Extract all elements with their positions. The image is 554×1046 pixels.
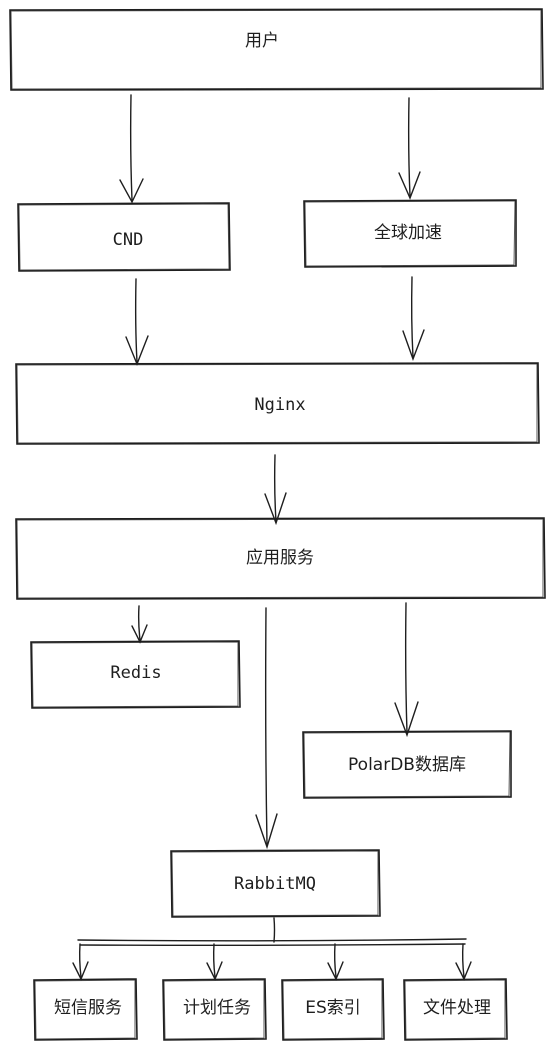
es-index-node[interactable]: ES索引 bbox=[281, 978, 385, 1041]
arrow-bus-to-file bbox=[455, 943, 472, 981]
redis-label: Redis bbox=[110, 663, 161, 683]
user-label: 用户 bbox=[245, 31, 279, 51]
es-index-label: ES索引 bbox=[305, 998, 361, 1018]
arrow-app-to-redis bbox=[131, 605, 148, 644]
arrow-user-to-global-accel bbox=[398, 97, 421, 200]
nginx-label: Nginx bbox=[254, 395, 305, 415]
arrow-user-to-cdn bbox=[119, 94, 144, 204]
app-service-label: 应用服务 bbox=[246, 548, 314, 568]
arrow-app-to-rabbitmq bbox=[255, 607, 278, 850]
arrow-global-accel-to-nginx bbox=[402, 276, 425, 362]
file-processing-node[interactable]: 文件处理 bbox=[403, 978, 508, 1041]
arrow-bus-to-scheduled bbox=[206, 943, 223, 981]
file-processing-label: 文件处理 bbox=[423, 998, 491, 1018]
connector-rabbitmq-to-bus bbox=[273, 917, 276, 943]
rabbitmq-node[interactable]: RabbitMQ bbox=[170, 849, 381, 918]
sms-service-node[interactable]: 短信服务 bbox=[33, 978, 138, 1041]
bus-line bbox=[77, 938, 467, 947]
arrow-nginx-to-app-service bbox=[264, 454, 287, 526]
arrow-bus-to-sms bbox=[72, 943, 89, 981]
global-accel-label: 全球加速 bbox=[374, 223, 442, 243]
arrow-app-to-polardb bbox=[394, 602, 419, 738]
cdn-node[interactable]: CND bbox=[17, 202, 231, 272]
arrow-bus-to-es bbox=[327, 943, 344, 981]
nginx-node[interactable]: Nginx bbox=[15, 362, 540, 445]
scheduled-task-node[interactable]: 计划任务 bbox=[162, 978, 267, 1041]
polardb-label: PolarDB数据库 bbox=[348, 755, 466, 775]
global-accel-node[interactable]: 全球加速 bbox=[303, 199, 517, 268]
app-service-node[interactable]: 应用服务 bbox=[15, 517, 546, 600]
sms-service-label: 短信服务 bbox=[54, 998, 122, 1018]
arrow-cdn-to-nginx bbox=[125, 278, 149, 366]
user-node[interactable]: 用户 bbox=[9, 8, 544, 91]
redis-node[interactable]: Redis bbox=[30, 640, 241, 709]
polardb-node[interactable]: PolarDB数据库 bbox=[302, 730, 512, 799]
scheduled-task-label: 计划任务 bbox=[183, 998, 251, 1018]
rabbitmq-label: RabbitMQ bbox=[234, 874, 316, 894]
cdn-label: CND bbox=[113, 230, 144, 250]
